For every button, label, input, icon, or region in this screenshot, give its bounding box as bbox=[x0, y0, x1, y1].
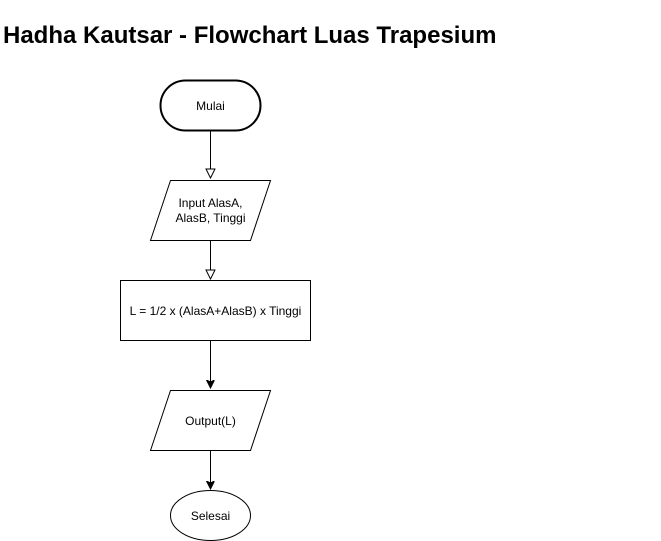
end-node-label: Selesai bbox=[191, 509, 230, 523]
start-node-shape bbox=[159, 79, 262, 132]
page-title: Hadha Kautsar - Flowchart Luas Trapesium bbox=[3, 22, 497, 49]
input-node-shape bbox=[149, 180, 272, 241]
start-node-label: Mulai bbox=[196, 99, 225, 113]
output-node[interactable]: Output(L) bbox=[149, 390, 272, 451]
end-node[interactable]: Selesai bbox=[170, 490, 251, 541]
output-node-shape bbox=[149, 390, 272, 451]
start-node[interactable]: Mulai bbox=[159, 79, 262, 132]
input-node[interactable]: Input AlasA, AlasB, Tinggi bbox=[149, 180, 272, 241]
output-node-label: Output(L) bbox=[185, 414, 236, 428]
process-node-shape bbox=[120, 280, 311, 341]
input-node-label-line1: Input AlasA, bbox=[178, 196, 242, 210]
process-node-label: L = 1/2 x (AlasA+AlasB) x Tinggi bbox=[130, 304, 302, 318]
process-node[interactable]: L = 1/2 x (AlasA+AlasB) x Tinggi bbox=[120, 280, 311, 341]
input-node-label-line2: AlasB, Tinggi bbox=[175, 211, 245, 225]
